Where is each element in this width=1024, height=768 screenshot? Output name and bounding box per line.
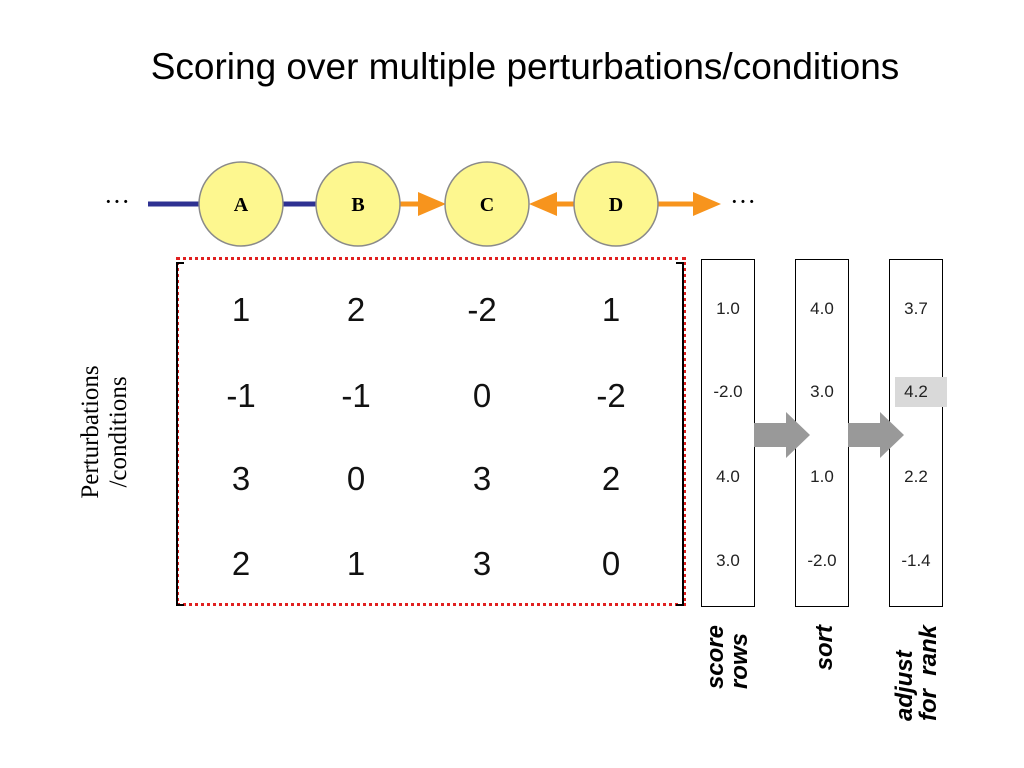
- sort-label: sort: [811, 625, 838, 671]
- score-value: 3.0: [716, 551, 740, 570]
- step-arrow-icon: [848, 412, 904, 458]
- left-ellipsis: ···: [104, 187, 130, 216]
- adjusted-value-highlight: [895, 377, 947, 407]
- page-title: Scoring over multiple perturbations/cond…: [150, 46, 900, 87]
- matrix-cell: 2: [346, 291, 366, 328]
- adjusted-value: 3.7: [904, 299, 928, 318]
- score-value: 1.0: [716, 299, 740, 318]
- node-c: [444, 161, 530, 247]
- y-axis-label-line1: Perturbations: [77, 365, 104, 499]
- y-axis-label-line2: /conditions: [105, 376, 132, 488]
- network-chain: ··· ··· A B C D: [104, 161, 756, 247]
- matrix-cell: 3: [472, 460, 492, 497]
- node-a-label: A: [234, 194, 249, 216]
- sorted-value: 4.0: [810, 299, 834, 318]
- matrix-cell: 3: [472, 545, 492, 582]
- matrix-cell: 1: [231, 291, 251, 328]
- matrix-cell: 2: [601, 460, 621, 497]
- sorted-value: -2.0: [807, 551, 837, 570]
- adjusted-value: 4.2: [904, 382, 928, 401]
- adjusted-value: -1.4: [901, 551, 931, 570]
- matrix-cell: 2: [231, 545, 251, 582]
- score-value: -2.0: [713, 382, 743, 401]
- matrix-cell: 0: [346, 460, 366, 497]
- adjust-for-rank-label: adjust for rank: [891, 625, 942, 722]
- node-b-label: B: [351, 194, 364, 216]
- node-b: [315, 161, 401, 247]
- matrix-left-bracket: [176, 262, 184, 606]
- node-d-label: D: [609, 194, 623, 216]
- matrix-cell: -2: [596, 377, 626, 414]
- sorted-value: 3.0: [810, 382, 834, 401]
- step-arrow-icon: [754, 412, 810, 458]
- score-rows-label: score rows: [702, 625, 753, 690]
- matrix-cell: 3: [231, 460, 251, 497]
- matrix-cell: 0: [472, 377, 492, 414]
- adjust-label-line1: adjust: [891, 650, 918, 722]
- matrix-cell: -1: [226, 377, 256, 414]
- arrowhead-d-c: [529, 192, 557, 216]
- score-label-line1: score: [702, 625, 729, 690]
- matrix-cell: 1: [601, 291, 621, 328]
- adjust-label-line2: for rank: [915, 625, 942, 722]
- matrix-cell: -1: [341, 377, 371, 414]
- arrowhead-d-right: [693, 192, 721, 216]
- sorted-value: 1.0: [810, 467, 834, 486]
- matrix-cell: -2: [467, 291, 497, 328]
- matrix-right-bracket: [676, 262, 684, 606]
- score-label-line2: rows: [726, 633, 753, 690]
- adjusted-value: 2.2: [904, 467, 928, 486]
- node-c-label: C: [480, 194, 494, 216]
- score-value: 4.0: [716, 467, 740, 486]
- matrix-cell: 1: [346, 545, 366, 582]
- y-axis-label: Perturbations /conditions: [77, 365, 133, 498]
- arrowhead-b-c: [418, 192, 446, 216]
- node-a: [198, 161, 284, 247]
- matrix-cell: 0: [601, 545, 621, 582]
- node-d: [573, 161, 659, 247]
- sort-label-line1: sort: [811, 625, 838, 671]
- right-ellipsis: ···: [730, 187, 756, 216]
